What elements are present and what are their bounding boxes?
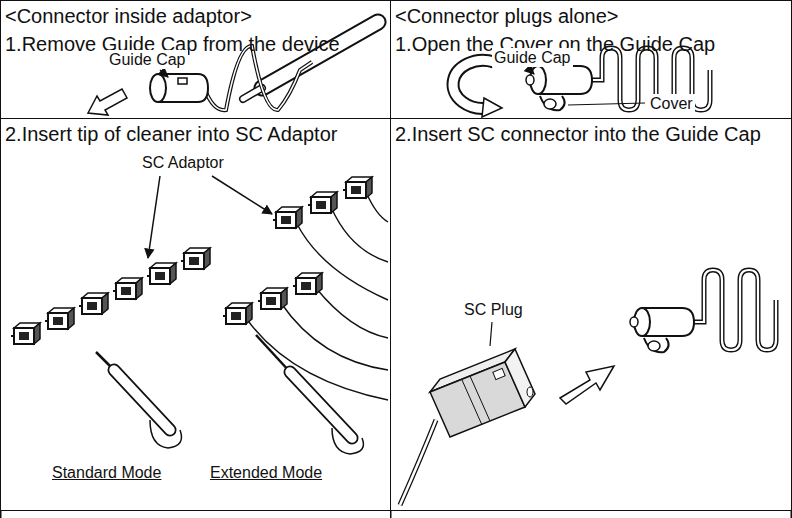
extended-cables (246, 192, 388, 400)
leader-line (212, 176, 272, 214)
sc-plug (400, 420, 436, 505)
grid-strip (390, 510, 392, 518)
standard-adaptors (11, 248, 210, 344)
cleaner-device (243, 88, 262, 99)
extended-cleaner (332, 428, 364, 454)
panel-heading: <Connector inside adaptor> (1, 2, 390, 30)
instruction-panel: 2.Insert tip of cleaner into SC Adaptor (0, 118, 391, 511)
extended-cables (316, 288, 388, 338)
grid-strip (791, 510, 792, 518)
mode-label: Standard Mode (50, 463, 163, 482)
extended-adaptors (343, 177, 372, 198)
leader-line (568, 103, 645, 105)
standard-adaptors (79, 293, 108, 314)
step-text: 2.Insert tip of cleaner into SC Adaptor (1, 120, 390, 148)
sc-plug (527, 387, 533, 397)
tether-wire (205, 46, 312, 110)
extended-adaptors (223, 177, 372, 324)
instruction-panel: <Connector inside adaptor>1.Remove Guide… (0, 0, 391, 119)
instruction-panel: 2.Insert SC connector into the Guide Cap (390, 118, 792, 511)
sc-plug (493, 368, 505, 379)
direction-arrow (88, 89, 127, 115)
standard-adaptors (11, 323, 40, 344)
tether-wire (205, 46, 312, 110)
grid-strip (1, 510, 792, 518)
guide-cap (644, 338, 669, 352)
step-text: 2.Insert SC connector into the Guide Cap (391, 120, 791, 148)
guide-cap (648, 341, 660, 351)
part-label: SC Adaptor (140, 153, 226, 172)
sc-plug (400, 349, 535, 505)
sc-plug (400, 420, 436, 505)
guide-cap (150, 74, 166, 102)
step-text: 1.Remove Guide Cap from the device (1, 30, 390, 58)
panel-heading: <Connector plugs alone> (391, 2, 791, 30)
guide-cap (630, 317, 638, 327)
sc-plug (505, 349, 535, 407)
extended-cleaner (256, 335, 364, 454)
guide-cap (526, 75, 534, 85)
extended-cleaner (290, 372, 352, 438)
guide-cap (150, 74, 208, 102)
guide-cap (526, 66, 592, 110)
standard-adaptors (113, 278, 142, 299)
guide-cap (540, 96, 565, 110)
part-label: SC Plug (462, 300, 525, 319)
extended-adaptors (293, 273, 322, 294)
coil-wire (690, 270, 776, 350)
leader-line (490, 322, 492, 346)
extended-adaptors (258, 288, 287, 309)
extended-cleaner (290, 372, 352, 438)
step-text: 1.Open the Cover on the Guide Cap (391, 30, 791, 58)
tether-wire (205, 46, 312, 110)
extended-cleaner (256, 335, 290, 372)
standard-adaptors (181, 248, 210, 269)
direction-arrow (560, 366, 614, 404)
leader-line (528, 68, 534, 74)
part-label: Guide Cap (107, 50, 188, 69)
standard-cleaner (114, 370, 170, 430)
instruction-panel: <Connector plugs alone>1.Open the Cover … (390, 0, 792, 119)
leader-line (160, 70, 168, 77)
guide-cap (178, 78, 187, 84)
part-label: Cover (648, 94, 695, 113)
extended-adaptors (273, 207, 302, 228)
standard-cleaner (96, 352, 182, 448)
part-label: Guide Cap (492, 48, 573, 67)
coil-wire (690, 270, 776, 350)
sc-plug (470, 376, 490, 421)
standard-cleaner (150, 420, 182, 448)
standard-adaptors (45, 308, 74, 329)
grid-strip (0, 510, 2, 518)
rotation-arrow (482, 98, 502, 117)
sc-plug (462, 380, 482, 425)
extended-adaptors (308, 192, 337, 213)
rotation-arrow (453, 60, 502, 117)
guide-cap (544, 99, 556, 109)
extended-adaptors (223, 303, 252, 324)
guide-cap (630, 308, 694, 352)
coil-wire (690, 270, 776, 350)
standard-adaptors (147, 263, 176, 284)
extended-cables (366, 192, 388, 222)
cleaner-device (243, 88, 262, 99)
extended-cables (281, 303, 388, 370)
standard-cleaner (114, 370, 170, 430)
leader-line (148, 176, 160, 258)
mode-label: Extended Mode (208, 463, 324, 482)
